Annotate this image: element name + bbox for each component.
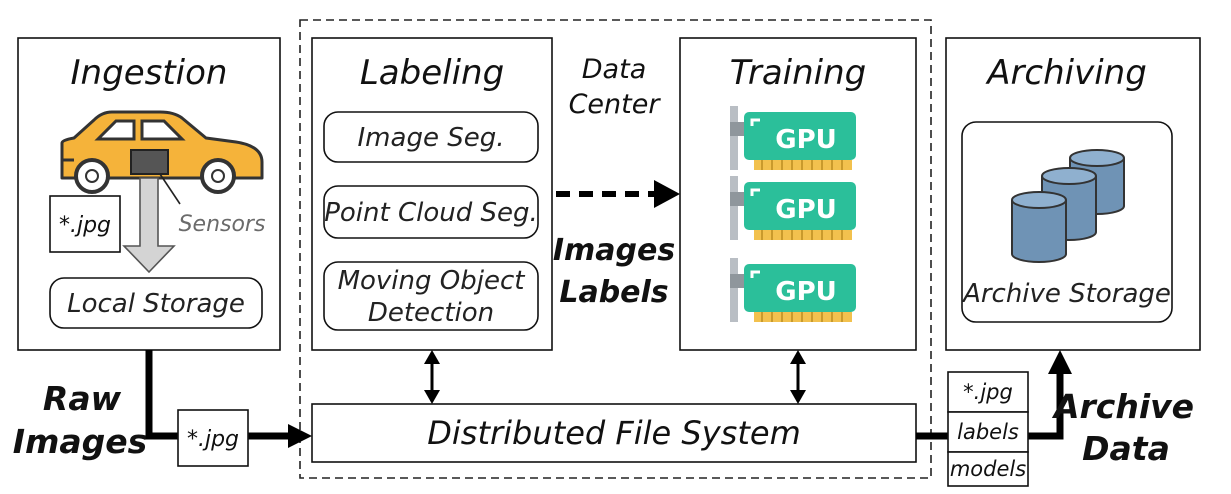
sensor-pointer-line bbox=[159, 173, 181, 205]
task-image-seg-label: Image Seg. bbox=[358, 123, 505, 153]
archive-data-label-line1: Archive bbox=[1051, 387, 1194, 426]
data-center-label-line2: Center bbox=[569, 89, 662, 120]
data-center-region bbox=[299, 19, 932, 479]
labeling-dfs-bidirectional-arrow bbox=[424, 350, 440, 404]
training-dfs-bidirectional-arrow bbox=[790, 350, 806, 404]
raw-images-arrowhead bbox=[288, 424, 312, 448]
raw-file-box bbox=[177, 409, 249, 467]
ingestion-title: Ingestion bbox=[71, 53, 228, 93]
sensors-label: Sensors bbox=[179, 212, 266, 237]
gpu-card-icon: GPU bbox=[730, 104, 858, 172]
task-moving-object-label-line1: Moving Object bbox=[338, 266, 526, 296]
archive-storage-label: Archive Storage bbox=[961, 279, 1171, 309]
labels-label: Labels bbox=[559, 275, 668, 310]
archive-stack-item bbox=[947, 371, 1029, 413]
gpu-label: GPU bbox=[775, 125, 837, 155]
task-point-cloud-seg-box bbox=[323, 185, 539, 239]
task-moving-object-box bbox=[323, 261, 539, 331]
gpu-label: GPU bbox=[775, 277, 837, 307]
ingestion-file-tag: *.jpg bbox=[59, 213, 111, 238]
task-moving-object-label-line2: Detection bbox=[368, 298, 494, 328]
archive-stack-jpg: *.jpg bbox=[963, 380, 1013, 404]
local-storage-label: Local Storage bbox=[67, 289, 245, 319]
raw-images-label-line1: Raw bbox=[43, 379, 122, 418]
raw-images-label-line2: Images bbox=[13, 422, 148, 461]
archive-stack-item bbox=[947, 411, 1029, 453]
dfs-label: Distributed File System bbox=[427, 414, 800, 452]
local-storage-box bbox=[49, 277, 263, 329]
ingestion-file-box bbox=[49, 195, 121, 253]
labeling-to-training-arrowhead bbox=[654, 180, 680, 208]
gpu-card-icon: GPU bbox=[730, 174, 858, 242]
sensor-icon bbox=[130, 149, 169, 175]
archiving-title: Archiving bbox=[985, 53, 1147, 93]
archive-data-label-line2: Data bbox=[1082, 429, 1170, 468]
raw-file-tag: *.jpg bbox=[187, 427, 239, 452]
gpu-card-icon: GPU bbox=[730, 256, 858, 324]
car-icon bbox=[60, 110, 264, 194]
archive-stack-labels: labels bbox=[957, 420, 1019, 444]
archive-stack-models: models bbox=[950, 457, 1026, 481]
gpu-label: GPU bbox=[775, 195, 837, 225]
task-image-seg-box bbox=[323, 111, 539, 163]
archive-stack-item bbox=[947, 451, 1029, 487]
images-label: Images bbox=[553, 233, 675, 268]
down-arrow-icon bbox=[122, 177, 176, 274]
dfs-box bbox=[311, 403, 917, 463]
data-center-label-line1: Data bbox=[582, 54, 646, 85]
task-point-cloud-seg-label: Point Cloud Seg. bbox=[324, 198, 538, 228]
archive-stack: *.jpg labels models bbox=[947, 371, 1029, 487]
training-title: Training bbox=[730, 53, 867, 93]
database-icon bbox=[1011, 149, 1125, 263]
archive-data-arrowhead bbox=[1048, 350, 1072, 374]
labeling-title: Labeling bbox=[360, 53, 504, 93]
